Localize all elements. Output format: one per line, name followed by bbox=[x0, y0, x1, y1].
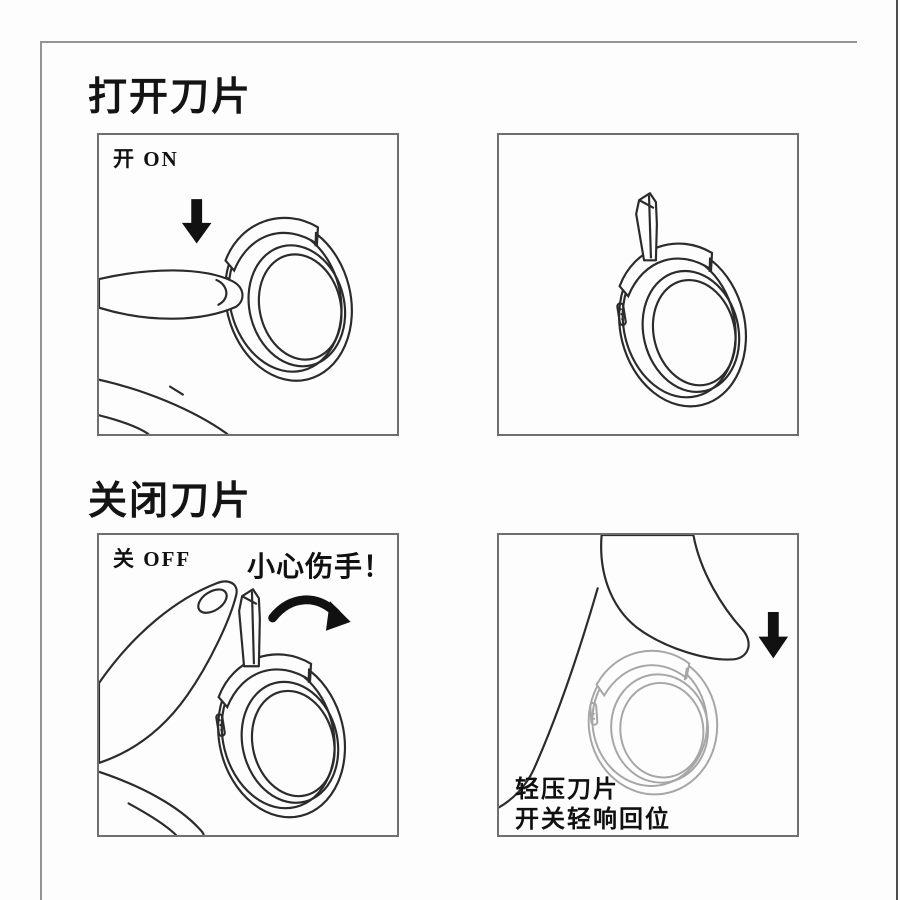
ring-illustration bbox=[616, 242, 748, 408]
switch-illustration bbox=[215, 713, 226, 737]
caption-line-2: 开关轻响回位 bbox=[515, 806, 671, 833]
ring-illustration bbox=[222, 216, 353, 382]
close-result-illustration bbox=[499, 535, 789, 809]
panel-close-result: 轻压刀片 开关轻响回位 bbox=[497, 533, 799, 837]
panel-open-result bbox=[497, 133, 799, 436]
panel-label-on: 开 ON bbox=[113, 147, 179, 171]
ring-illustration bbox=[587, 649, 719, 796]
finger-illustration bbox=[99, 269, 244, 320]
curved-arrow-icon bbox=[268, 595, 351, 631]
hand-illustration bbox=[499, 587, 599, 809]
panel-label-off: 关 OFF bbox=[113, 547, 192, 571]
warning-text: 小心伤手！ bbox=[247, 552, 393, 583]
ring-illustration bbox=[215, 653, 347, 819]
caption-line-1: 轻压刀片 bbox=[515, 776, 619, 803]
switch-illustration bbox=[589, 702, 599, 726]
caption: 轻压刀片 开关轻响回位 bbox=[515, 775, 671, 835]
section-title-close: 关闭刀片 bbox=[88, 480, 253, 523]
finger-illustration bbox=[99, 580, 238, 765]
page-edge-right bbox=[896, 0, 898, 900]
finger-illustration bbox=[600, 535, 750, 661]
down-arrow-icon bbox=[181, 199, 212, 244]
open-step-illustration bbox=[99, 199, 353, 434]
open-result-illustration bbox=[616, 192, 748, 408]
blade-illustration bbox=[238, 588, 261, 668]
close-step-illustration bbox=[99, 580, 351, 835]
switch-illustration bbox=[616, 302, 627, 327]
section-title-open: 打开刀片 bbox=[88, 76, 253, 119]
border-line-top bbox=[40, 41, 857, 43]
hand-illustration bbox=[99, 770, 205, 835]
fingernail bbox=[197, 588, 228, 614]
panel-open-step: 开 ON bbox=[97, 133, 399, 436]
down-arrow-icon bbox=[758, 611, 789, 659]
border-line-left bbox=[40, 41, 42, 900]
panel-close-step: 关 OFF 小心伤手！ bbox=[97, 533, 399, 837]
hand-illustration bbox=[99, 378, 229, 434]
blade-illustration bbox=[635, 192, 658, 262]
